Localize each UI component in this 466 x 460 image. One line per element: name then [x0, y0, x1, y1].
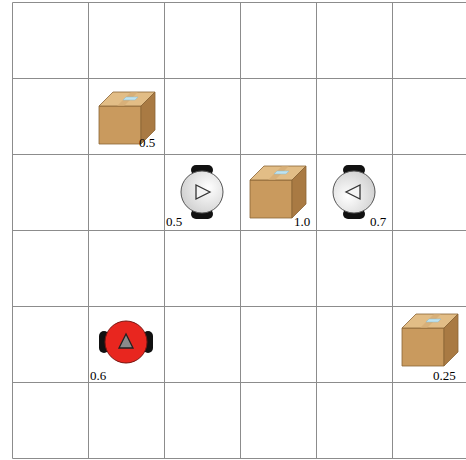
value-label: 0.6 [90, 369, 106, 383]
value-label: 0.7 [370, 215, 386, 229]
grid-lines [13, 3, 466, 459]
robot-red [99, 321, 153, 363]
value-label: 1.0 [294, 215, 310, 229]
parcel-box [402, 314, 458, 366]
value-label: 0.5 [139, 136, 155, 150]
value-label: 0.25 [433, 369, 456, 383]
robot-grey [181, 165, 223, 219]
parcel-box [250, 166, 306, 218]
value-label: 0.5 [166, 215, 182, 229]
robot-grey [333, 165, 375, 219]
